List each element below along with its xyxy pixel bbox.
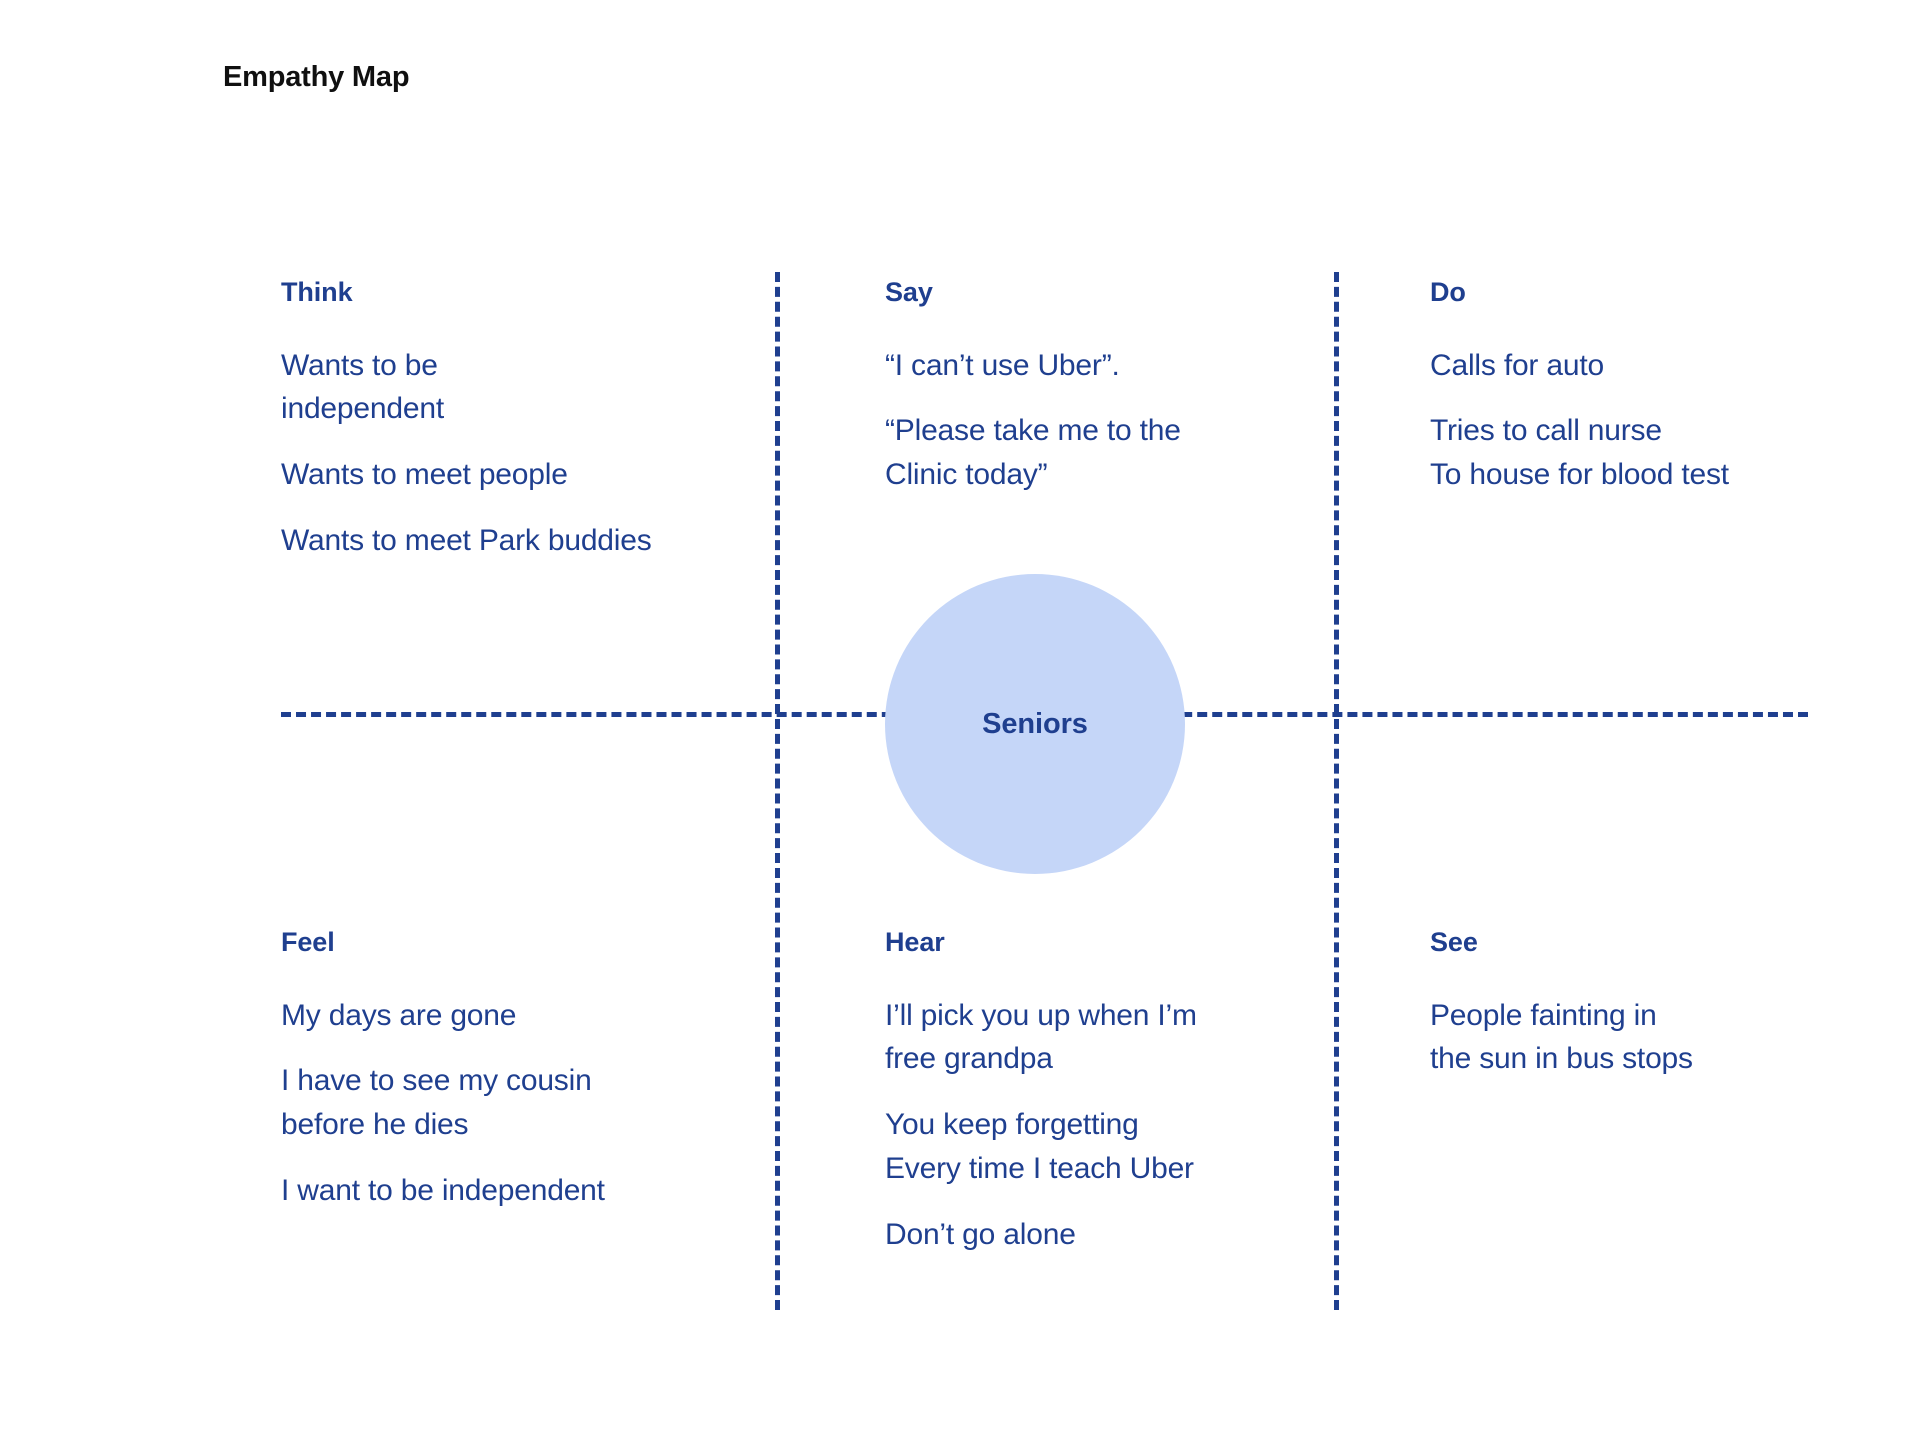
quadrant-see-heading: See xyxy=(1430,927,1478,957)
quadrant-hear-heading: Hear xyxy=(885,927,945,957)
quadrant-say-entry-1: “I can’t use Uber”. xyxy=(885,348,1120,382)
quadrant-think-entry-3: Wants to meet Park buddies xyxy=(281,524,652,558)
quadrant-feel: Feel My days are gone I have to see my c… xyxy=(281,927,751,1213)
quadrant-feel-heading: Feel xyxy=(281,927,335,957)
quadrant-feel-entry-2: I have to see my cousin before he dies xyxy=(281,1064,592,1142)
quadrant-feel-entry-1: My days are gone xyxy=(281,998,517,1032)
quadrant-see: See People fainting in the sun in bus st… xyxy=(1430,927,1850,1081)
vertical-divider-left xyxy=(775,272,780,1310)
quadrant-hear-entry-1: I’ll pick you up when I’m free grandpa xyxy=(885,998,1197,1076)
quadrant-think-entry-2: Wants to meet people xyxy=(281,458,568,492)
persona-circle: Seniors xyxy=(885,574,1185,874)
quadrant-do-entry-2: Tries to call nurse To house for blood t… xyxy=(1430,414,1729,492)
quadrant-say-entry-2: “Please take me to the Clinic today” xyxy=(885,414,1181,492)
quadrant-do-entry-1: Calls for auto xyxy=(1430,348,1604,382)
quadrant-think: Think Wants to be independent Wants to m… xyxy=(281,277,751,563)
quadrant-hear-entry-2: You keep forgetting Every time I teach U… xyxy=(885,1108,1194,1186)
quadrant-think-entry-1: Wants to be independent xyxy=(281,348,444,426)
quadrant-hear-entry-3: Don’t go alone xyxy=(885,1217,1076,1251)
vertical-divider-right xyxy=(1334,272,1339,1310)
persona-label: Seniors xyxy=(982,707,1088,740)
quadrant-hear: Hear I’ll pick you up when I’m free gran… xyxy=(885,927,1305,1257)
page-title: Empathy Map xyxy=(223,61,410,93)
quadrant-think-heading: Think xyxy=(281,277,353,307)
quadrant-see-entry-1: People fainting in the sun in bus stops xyxy=(1430,998,1693,1076)
quadrant-say: Say “I can’t use Uber”. “Please take me … xyxy=(885,277,1285,497)
quadrant-say-heading: Say xyxy=(885,277,933,307)
quadrant-do-heading: Do xyxy=(1430,277,1466,307)
quadrant-feel-entry-3: I want to be independent xyxy=(281,1174,605,1208)
quadrant-do: Do Calls for auto Tries to call nurse To… xyxy=(1430,277,1850,497)
